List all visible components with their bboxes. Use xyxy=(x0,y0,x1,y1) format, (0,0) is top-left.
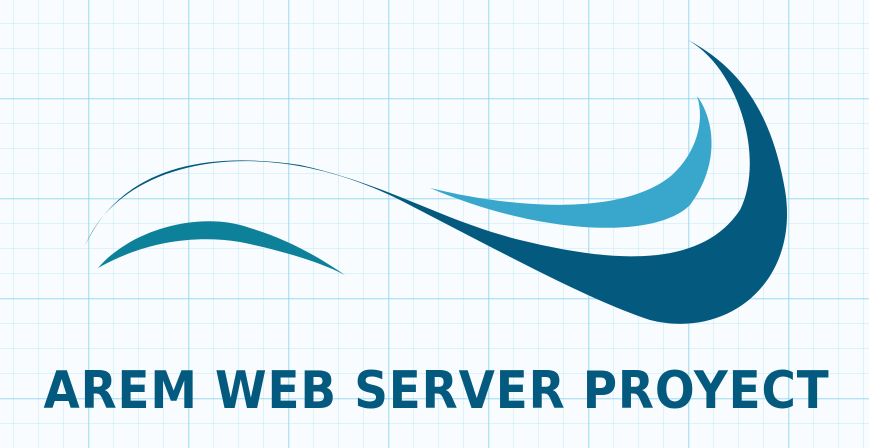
wave-light xyxy=(430,96,712,228)
wave-small xyxy=(98,221,345,275)
wave-main xyxy=(85,40,788,324)
logo-wordmark: AREM WEB SERVER PROYECT xyxy=(43,361,830,421)
wave-icon xyxy=(85,40,788,324)
